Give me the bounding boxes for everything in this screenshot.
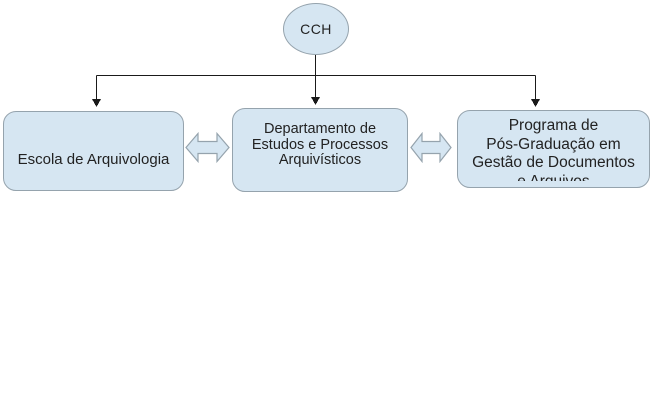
node-escola-de-arquivologia: Escola de Arquivologia — [3, 111, 184, 191]
node-programa-label-line-3: Gestão de Documentos — [472, 154, 635, 171]
node-programa-label: Programa de Pós-Graduação em Gestão de D… — [458, 111, 649, 181]
arrowhead-down-right-icon — [531, 99, 540, 107]
arrowhead-down-left-icon — [92, 99, 101, 107]
node-escola-label: Escola de Arquivologia — [4, 112, 183, 168]
node-cch-label: CCH — [300, 21, 332, 37]
arrowhead-down-middle-icon — [311, 97, 320, 105]
node-cch: CCH — [283, 3, 349, 55]
node-programa-label-line-1: Programa de — [508, 117, 599, 134]
node-departamento-label-line-3: Arquivísticos — [278, 152, 362, 168]
node-programa-pos-graduacao: Programa de Pós-Graduação em Gestão de D… — [457, 110, 650, 188]
node-departamento-label-line-2: Estudos e Processos — [251, 136, 389, 153]
double-arrow-left-right-icon-1 — [185, 132, 230, 163]
node-departamento-estudos-processos: Departamento de Estudos e Processos Arqu… — [232, 108, 408, 192]
node-escola-label-line-1: Escola de Arquivologia — [17, 151, 170, 168]
node-programa-label-line-4-clipped: e Arquivos — [517, 172, 590, 182]
double-arrow-left-right-icon-2 — [410, 132, 452, 163]
node-departamento-label-line-1: Departamento de — [263, 121, 377, 137]
connector-stem-line — [95, 55, 537, 99]
node-departamento-label: Departamento de Estudos e Processos Arqu… — [233, 109, 407, 169]
node-programa-label-line-2: Pós-Graduação em — [486, 135, 621, 153]
